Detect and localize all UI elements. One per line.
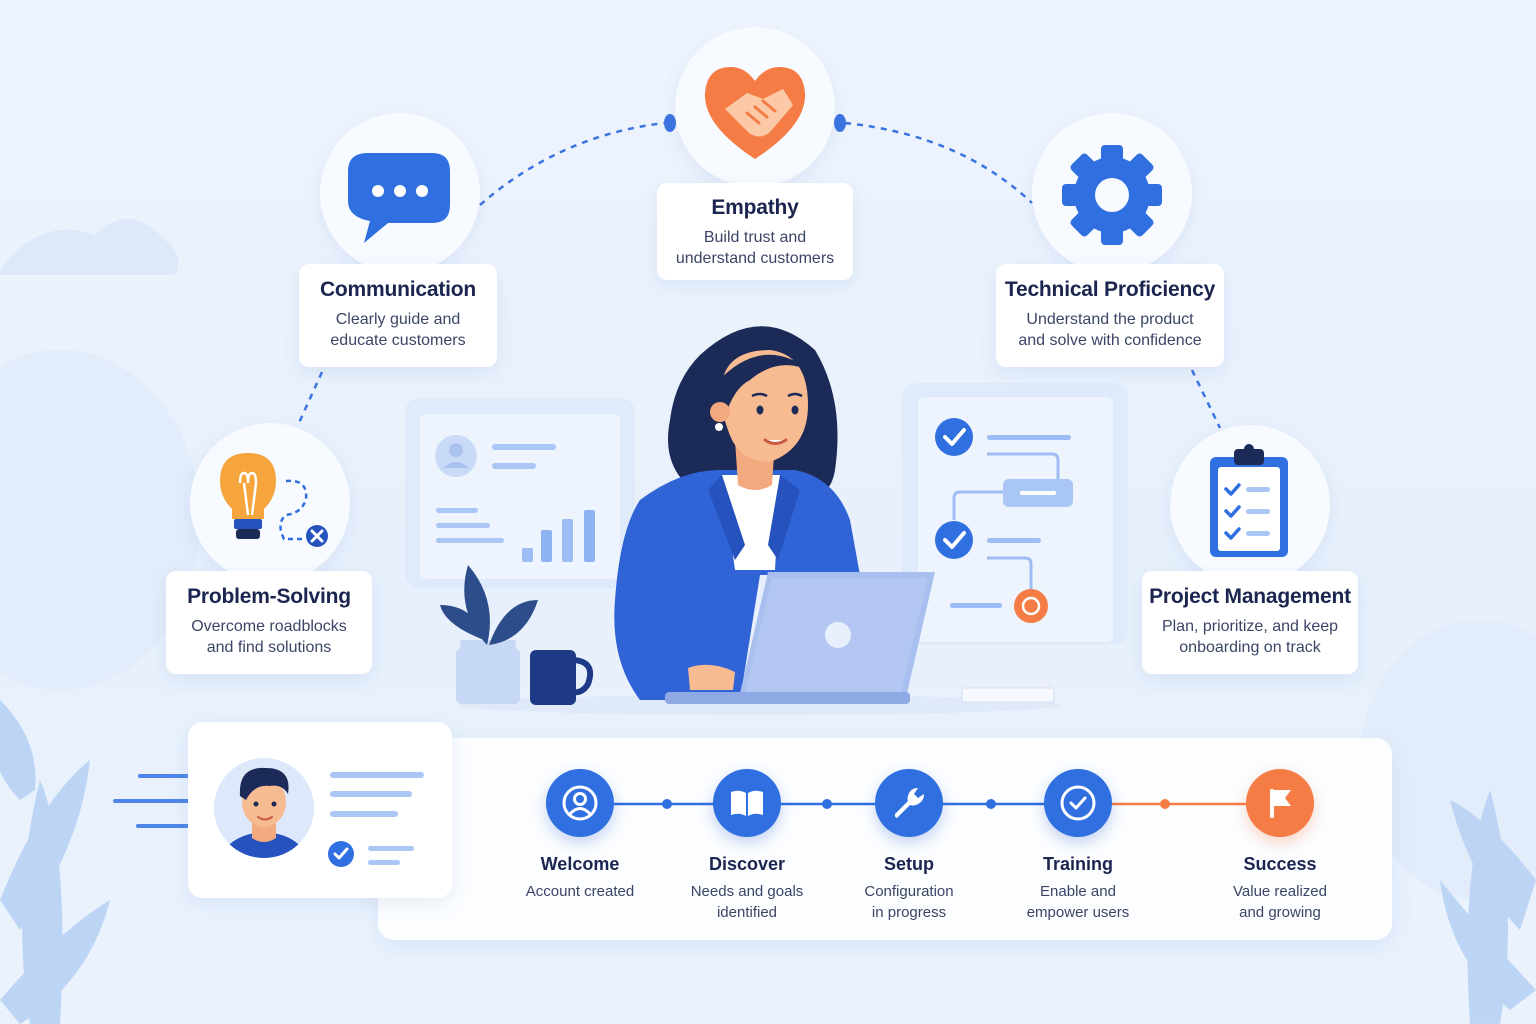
communication-title: Communication <box>319 278 477 301</box>
journey-step-description: Enable and empower users <box>1026 883 1130 921</box>
problem-solving-title: Problem-Solving <box>187 585 351 608</box>
project-management-icon-badge <box>1170 425 1330 585</box>
journey-step-training[interactable]: Training Enable and empower users <box>993 769 1163 923</box>
user-icon <box>546 769 614 837</box>
heart-handshake-icon <box>704 67 806 159</box>
customer-profile-card <box>188 722 452 898</box>
check-circle-icon <box>1044 769 1112 837</box>
communication-card: Communication Clearly guide and educate … <box>299 264 497 367</box>
gear-icon <box>1062 145 1162 245</box>
journey-step-label: Training <box>1042 854 1113 874</box>
flag-icon <box>1246 769 1314 837</box>
journey-step-description: Account created <box>525 883 635 900</box>
journey-step-welcome[interactable]: Welcome Account created <box>495 769 665 902</box>
journey-step-description: Configuration in progress <box>864 883 954 921</box>
communication-description: Clearly guide and educate customers <box>330 311 466 349</box>
journey-step-setup[interactable]: Setup Configuration in progress <box>824 769 994 923</box>
wrench-icon <box>875 769 943 837</box>
problem-solving-description: Overcome roadblocks and find solutions <box>191 618 347 656</box>
journey-step-description: Value realized and growing <box>1233 883 1327 921</box>
communication-icon-badge <box>320 113 480 273</box>
journey-step-label: Discover <box>708 854 786 874</box>
journey-step-description: Needs and goals identified <box>690 883 804 921</box>
empathy-card: Empathy Build trust and understand custo… <box>657 183 853 280</box>
project-management-description: Plan, prioritize, and keep onboarding on… <box>1161 618 1339 656</box>
journey-step-success[interactable]: Success Value realized and growing <box>1195 769 1365 923</box>
technical-icon-badge <box>1032 113 1192 273</box>
problem-solving-icon-badge <box>190 423 350 583</box>
empathy-title: Empathy <box>711 196 799 219</box>
journey-step-label: Success <box>1243 854 1317 874</box>
journey-step-label: Welcome <box>540 854 620 874</box>
empathy-icon-badge <box>675 27 835 187</box>
chat-bubble-icon <box>348 153 450 243</box>
technical-proficiency-title: Technical Proficiency <box>1004 278 1216 301</box>
customer-avatar <box>214 758 424 867</box>
project-management-title: Project Management <box>1149 585 1351 608</box>
lightbulb-icon <box>220 453 328 547</box>
book-icon <box>713 769 781 837</box>
clipboard-checklist-icon <box>1210 444 1288 557</box>
onboarding-journey-panel <box>378 738 1392 940</box>
project-management-card: Project Management Plan, prioritize, and… <box>1142 571 1358 674</box>
empathy-description: Build trust and understand customers <box>675 229 835 267</box>
journey-step-label: Setup <box>883 854 934 874</box>
journey-step-discover[interactable]: Discover Needs and goals identified <box>662 769 832 923</box>
technical-proficiency-description: Understand the product and solve with co… <box>1018 311 1202 349</box>
technical-proficiency-card: Technical Proficiency Understand the pro… <box>996 264 1224 367</box>
problem-solving-card: Problem-Solving Overcome roadblocks and … <box>166 571 372 674</box>
